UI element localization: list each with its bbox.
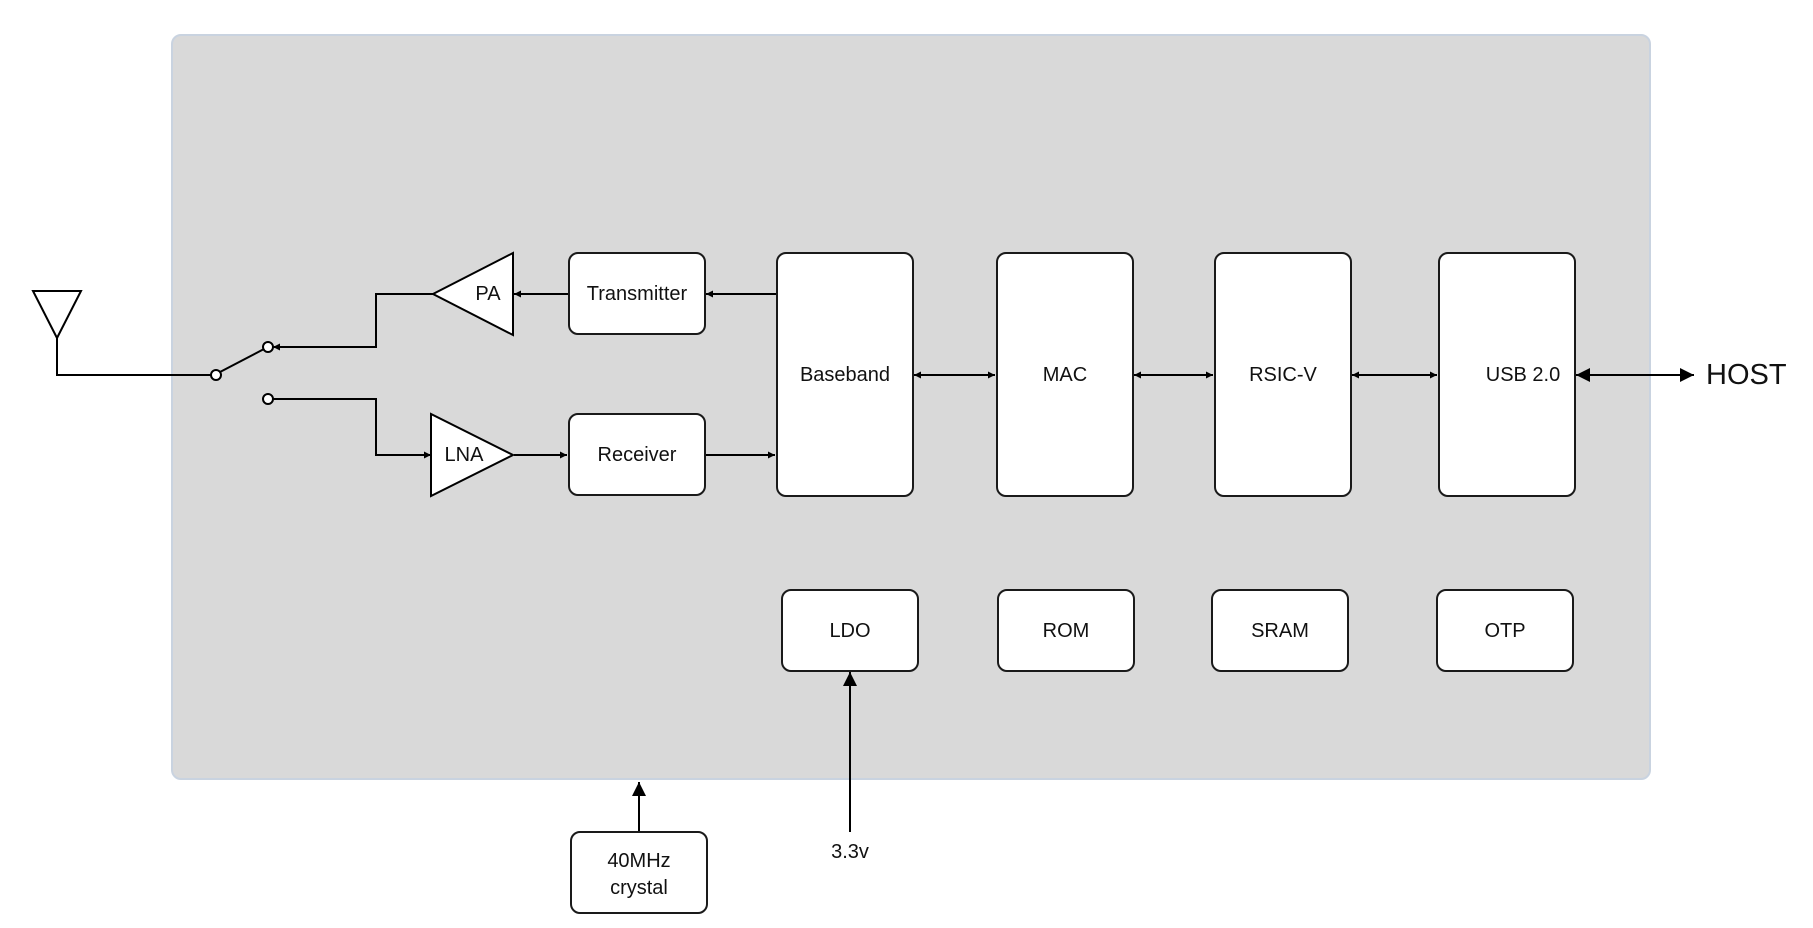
crystal-block: 40MHz crystal [570, 831, 708, 914]
transmitter-block: Transmitter [568, 252, 706, 335]
usb-block: USB 2.0 [1438, 252, 1576, 497]
receiver-block: Receiver [568, 413, 706, 496]
crystal-label-line1: 40MHz [607, 850, 670, 872]
pa-to-switch-line [273, 293, 433, 351]
rom-label: ROM [1043, 620, 1090, 642]
rom-block: ROM [997, 589, 1135, 672]
crystal-label-line2: crystal [610, 877, 668, 899]
cpu-label: RSIC-V [1249, 364, 1317, 386]
baseband-block: Baseband [776, 252, 914, 497]
receiver-label: Receiver [598, 444, 677, 466]
ldo-label: LDO [829, 620, 870, 642]
mac-label: MAC [1043, 364, 1087, 386]
transmitter-label: Transmitter [587, 283, 688, 305]
usb-label: USB 2.0 [1486, 364, 1560, 386]
pa-amplifier: PA [430, 251, 514, 337]
sram-block: SRAM [1211, 589, 1349, 672]
mac-block: MAC [996, 252, 1134, 497]
supply-label: 3.3v [831, 841, 869, 863]
lna-amplifier: LNA [430, 412, 516, 498]
baseband-label: Baseband [800, 364, 890, 386]
switch-to-lna-line [273, 398, 431, 459]
host-label: HOST [1706, 359, 1787, 391]
ldo-block: LDO [781, 589, 919, 672]
lna-label: LNA [445, 444, 485, 466]
pa-label: PA [475, 283, 501, 305]
antenna-icon [31, 290, 212, 376]
otp-label: OTP [1484, 620, 1525, 642]
otp-block: OTP [1436, 589, 1574, 672]
cpu-block: RSIC-V [1214, 252, 1352, 497]
sram-label: SRAM [1251, 620, 1309, 642]
